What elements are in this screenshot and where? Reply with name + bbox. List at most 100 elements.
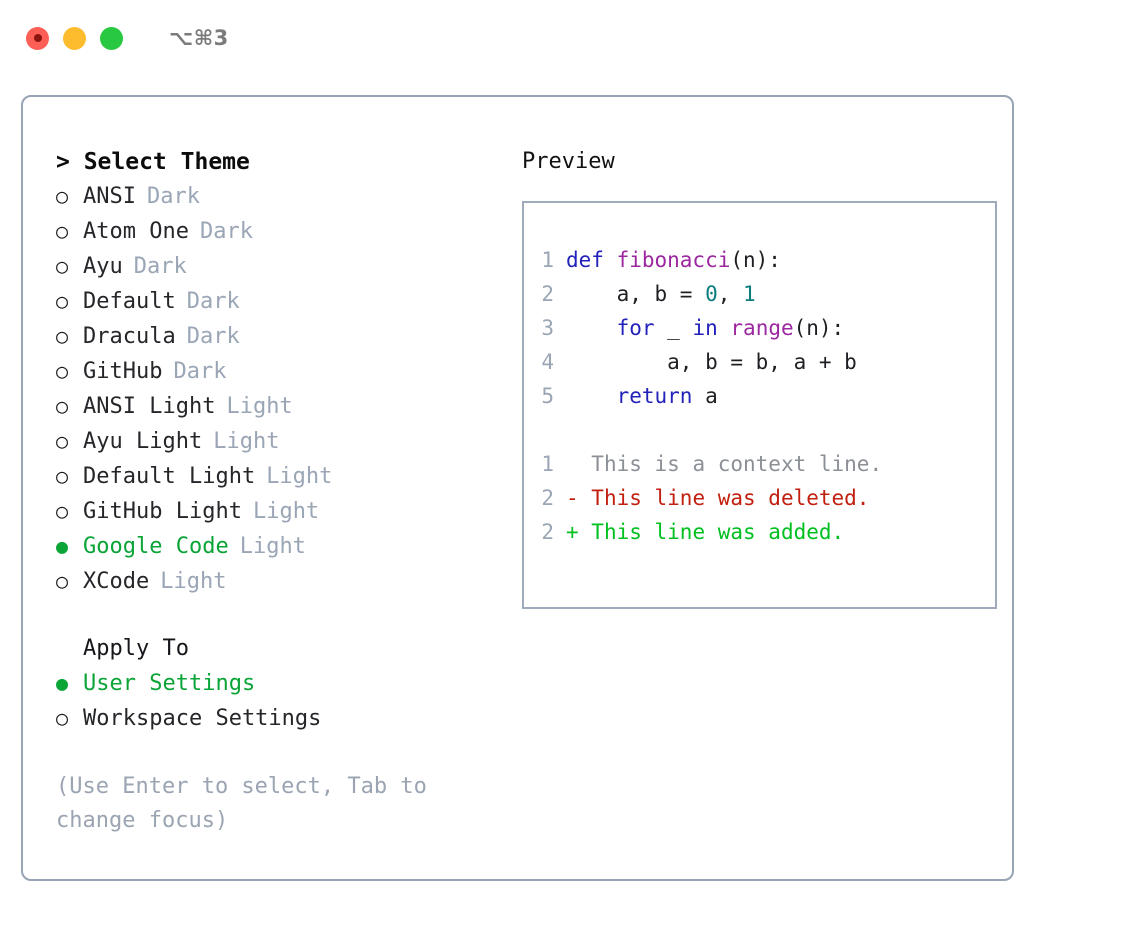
- radio-unselected-icon: ○: [56, 359, 69, 383]
- apply-to-label: User Settings: [83, 671, 256, 696]
- line-number: 1: [541, 248, 554, 272]
- diff-line-del: 2- This line was deleted.: [538, 481, 995, 515]
- code-line: 4 a, b = b, a + b: [538, 345, 995, 379]
- code-line: 5 return a: [538, 379, 995, 413]
- theme-category: Light: [266, 464, 333, 489]
- code-token-kw: return: [616, 384, 693, 408]
- code-token-num: 1: [743, 282, 756, 306]
- code-token-kw: def: [566, 248, 617, 272]
- line-number: 3: [541, 316, 554, 340]
- theme-name: Dracula: [83, 324, 176, 349]
- select-theme-heading: > Select Theme: [56, 149, 250, 175]
- theme-name: ANSI: [83, 184, 136, 209]
- theme-name: GitHub: [83, 359, 163, 384]
- theme-category: Dark: [186, 324, 240, 349]
- theme-option-ansi[interactable]: ○ ANSI Dark: [56, 179, 501, 214]
- close-button[interactable]: [26, 26, 49, 50]
- diff-line-add: 2 + This line was added.: [538, 515, 995, 549]
- code-line: 3 for _ in range(n):: [538, 311, 995, 345]
- code-token-pl: ,: [717, 282, 744, 306]
- diff-line-ctx: 1 This is a context line.: [538, 447, 995, 481]
- theme-category: Dark: [173, 359, 227, 384]
- radio-unselected-icon: ○: [56, 219, 69, 243]
- radio-unselected-icon: ○: [56, 429, 69, 453]
- radio-unselected-icon: ○: [56, 254, 69, 278]
- code-line: 1 def fibonacci(n):: [538, 243, 995, 277]
- code-line: 2 a, b = 0, 1: [538, 277, 995, 311]
- apply-to-option-workspace-settings[interactable]: ○ Workspace Settings: [56, 701, 501, 736]
- theme-name: Atom One: [83, 219, 189, 244]
- code-token-pl: (n):: [730, 248, 781, 272]
- theme-name: Default Light: [83, 464, 256, 489]
- radio-unselected-icon: ○: [56, 394, 69, 418]
- theme-category: Light: [226, 394, 293, 419]
- code-text: def fibonacci(n):: [566, 243, 781, 277]
- apply-to-option-user-settings[interactable]: ● User Settings: [56, 666, 501, 701]
- line-number: 2: [541, 486, 554, 510]
- line-number: 1: [541, 452, 554, 476]
- theme-name: Google Code: [83, 534, 229, 559]
- code-token-kw: in: [692, 316, 718, 340]
- shortcut-label: ⌥⌘3: [169, 26, 229, 50]
- diff-sample: 1 This is a context line.2- This line wa…: [538, 447, 995, 549]
- radio-selected-icon: ●: [56, 534, 69, 558]
- code-token-fn: range: [730, 316, 794, 340]
- apply-to-label: Workspace Settings: [83, 706, 322, 731]
- diff-text: This line was added.: [591, 520, 845, 544]
- diff-text: This line was deleted.: [591, 486, 870, 510]
- theme-category: Light: [239, 534, 306, 559]
- theme-option-atom-one[interactable]: ○ Atom One Dark: [56, 214, 501, 249]
- theme-category: Dark: [186, 289, 240, 314]
- code-token-pl: a: [692, 384, 718, 408]
- code-token-num: 0: [705, 282, 718, 306]
- code-token-pl: a, b =: [566, 282, 706, 306]
- diff-marker: +: [566, 520, 592, 544]
- radio-unselected-icon: ○: [56, 569, 69, 593]
- radio-selected-icon: ●: [56, 671, 69, 695]
- code-text: a, b = b, a + b: [566, 345, 857, 379]
- window-controls: [26, 26, 123, 50]
- theme-name: Default: [83, 289, 176, 314]
- theme-category: Light: [252, 499, 320, 524]
- theme-category: Light: [160, 569, 227, 594]
- code-text: return a: [566, 379, 718, 413]
- radio-unselected-icon: ○: [56, 289, 69, 313]
- diff-marker: -: [566, 486, 592, 510]
- code-token-pl: [566, 384, 617, 408]
- line-number: 2: [541, 520, 554, 544]
- theme-option-github[interactable]: ○ GitHub Dark: [56, 354, 501, 389]
- maximize-button[interactable]: [100, 26, 123, 50]
- theme-option-default[interactable]: ○ Default Dark: [56, 284, 501, 319]
- apply-to-list[interactable]: ● User Settings ○ Workspace Settings: [56, 666, 501, 736]
- theme-option-google-code[interactable]: ● Google Code Light: [56, 529, 501, 564]
- diff-marker: [566, 447, 591, 481]
- minimize-button[interactable]: [63, 26, 86, 50]
- radio-unselected-icon: ○: [56, 706, 69, 730]
- radio-unselected-icon: ○: [56, 184, 69, 208]
- apply-to-heading: Apply To: [83, 636, 189, 661]
- theme-category: Light: [213, 429, 280, 454]
- line-number: 5: [541, 384, 554, 408]
- code-token-pl: a, b = b, a + b: [566, 350, 857, 374]
- theme-name: Ayu: [83, 254, 123, 279]
- keyboard-hint: (Use Enter to select, Tab to change focu…: [56, 774, 441, 833]
- theme-category: Dark: [199, 219, 253, 244]
- code-text: for _ in range(n):: [566, 311, 845, 345]
- code-token-pl: [566, 316, 617, 340]
- theme-name: GitHub Light: [83, 499, 242, 524]
- theme-category: Dark: [146, 184, 200, 209]
